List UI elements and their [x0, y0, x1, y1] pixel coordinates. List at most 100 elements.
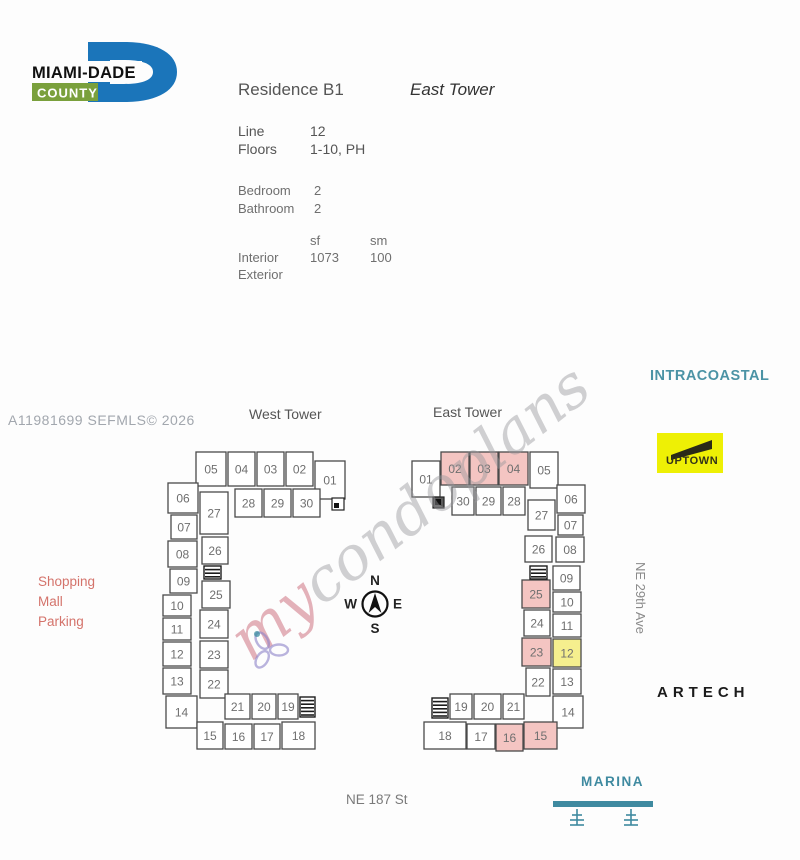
logo-text-county: COUNTY — [37, 86, 98, 101]
unit-number-west-07: 07 — [177, 521, 191, 535]
unit-number-east-10: 10 — [560, 596, 574, 610]
unit-number-east-18: 18 — [438, 729, 452, 743]
uptown-logo: UPTOWN — [657, 433, 723, 473]
unit-number-east-03: 03 — [477, 462, 491, 476]
unit-east-17 — [466, 723, 496, 750]
unit-number-west-23: 23 — [207, 648, 221, 662]
miami-dade-logo: MIAMI-DADE COUNTY — [30, 40, 190, 106]
unit-number-east-17: 17 — [474, 730, 488, 744]
floors-value: 1-10, PH — [310, 141, 366, 157]
unit-west-16 — [224, 723, 253, 750]
compass-s-label: S — [370, 621, 379, 636]
unit-number-west-16: 16 — [232, 730, 246, 744]
compass-e-label: E — [393, 597, 402, 612]
unit-number-east-06: 06 — [564, 493, 578, 507]
unit-west-05 — [195, 451, 227, 487]
unit-number-east-22: 22 — [531, 676, 545, 690]
unit-number-west-08: 08 — [176, 548, 190, 562]
unit-east-22 — [525, 667, 551, 697]
interior-sf-value: 1073 — [310, 250, 339, 265]
unit-number-east-30: 30 — [456, 495, 470, 509]
unit-number-east-21: 21 — [507, 700, 521, 714]
unit-west-26 — [201, 536, 229, 565]
unit-number-west-01: 01 — [323, 474, 337, 488]
unit-number-east-11: 11 — [561, 619, 574, 633]
stairs-icon-east-0 — [529, 565, 548, 580]
unit-number-east-16: 16 — [503, 731, 517, 745]
unit-west-19 — [277, 693, 299, 720]
unit-west-24 — [199, 609, 229, 639]
east-tower-label: East Tower — [433, 404, 502, 420]
unit-east-04 — [498, 451, 529, 486]
unit-east-29 — [475, 486, 502, 516]
unit-number-west-05: 05 — [204, 463, 218, 477]
unit-west-06 — [167, 482, 199, 514]
unit-number-east-09: 09 — [560, 572, 574, 586]
unit-east-01 — [411, 460, 441, 498]
flower-watermark-icon — [246, 626, 290, 675]
unit-number-east-25: 25 — [529, 588, 543, 602]
unit-number-west-06: 06 — [176, 492, 190, 506]
unit-east-20 — [473, 693, 502, 720]
interior-sm-value: 100 — [370, 250, 392, 265]
interior-label: Interior — [238, 250, 279, 265]
unit-east-05 — [529, 451, 559, 489]
unit-number-east-28: 28 — [507, 495, 521, 509]
unit-number-east-12: 12 — [560, 647, 574, 661]
logo-text-miami-dade: MIAMI-DADE — [32, 64, 136, 82]
unit-east-14 — [552, 695, 584, 729]
residence-tower: East Tower — [410, 80, 495, 99]
unit-number-west-19: 19 — [281, 700, 295, 714]
unit-east-16 — [495, 723, 524, 752]
unit-number-west-11: 11 — [171, 623, 184, 637]
unit-number-west-02: 02 — [293, 463, 307, 477]
bathroom-value: 2 — [314, 201, 322, 216]
unit-west-09 — [169, 568, 198, 594]
line-value: 12 — [310, 123, 326, 139]
unit-west-29 — [263, 488, 292, 518]
unit-west-08 — [167, 540, 198, 568]
unit-east-02 — [440, 451, 470, 486]
unit-east-18 — [423, 721, 467, 750]
dock-icon-1 — [624, 809, 638, 826]
unit-east-15 — [523, 721, 558, 750]
unit-west-04 — [227, 451, 256, 487]
unit-east-30 — [451, 486, 475, 516]
unit-west-11 — [162, 617, 192, 641]
compass-w-label: W — [344, 597, 357, 612]
unit-number-west-04: 04 — [235, 463, 249, 477]
unit-number-east-07: 07 — [564, 519, 578, 533]
sf-header: sf — [310, 233, 321, 248]
unit-east-25 — [521, 579, 551, 609]
unit-east-13 — [552, 668, 582, 695]
unit-west-10 — [162, 594, 192, 617]
unit-west-23 — [199, 640, 229, 669]
unit-number-west-10: 10 — [170, 599, 184, 613]
unit-west-13 — [162, 667, 192, 695]
unit-east-27 — [527, 499, 556, 531]
unit-west-07 — [170, 514, 198, 540]
unit-west-30 — [292, 488, 321, 518]
ne-187-st-label: NE 187 St — [346, 792, 408, 807]
unit-east-21 — [502, 693, 525, 720]
unit-number-west-21: 21 — [231, 700, 245, 714]
unit-east-09 — [552, 565, 581, 591]
unit-east-19 — [449, 693, 473, 720]
unit-number-west-24: 24 — [207, 618, 221, 632]
intracoastal-label: INTRACOASTAL — [650, 368, 770, 384]
unit-number-east-04: 04 — [507, 462, 521, 476]
marina-seawall-bar — [553, 801, 653, 807]
unit-west-20 — [251, 693, 277, 720]
unit-number-east-05: 05 — [537, 464, 551, 478]
unit-east-10 — [552, 591, 582, 613]
marina-label: MARINA — [581, 774, 644, 789]
unit-west-21 — [224, 693, 251, 720]
unit-west-25 — [201, 580, 231, 609]
unit-number-west-15: 15 — [203, 729, 217, 743]
unit-east-06 — [556, 484, 586, 514]
unit-east-23 — [521, 637, 552, 667]
unit-east-28 — [502, 486, 526, 516]
unit-east-07 — [557, 514, 584, 536]
unit-number-west-22: 22 — [207, 678, 221, 692]
